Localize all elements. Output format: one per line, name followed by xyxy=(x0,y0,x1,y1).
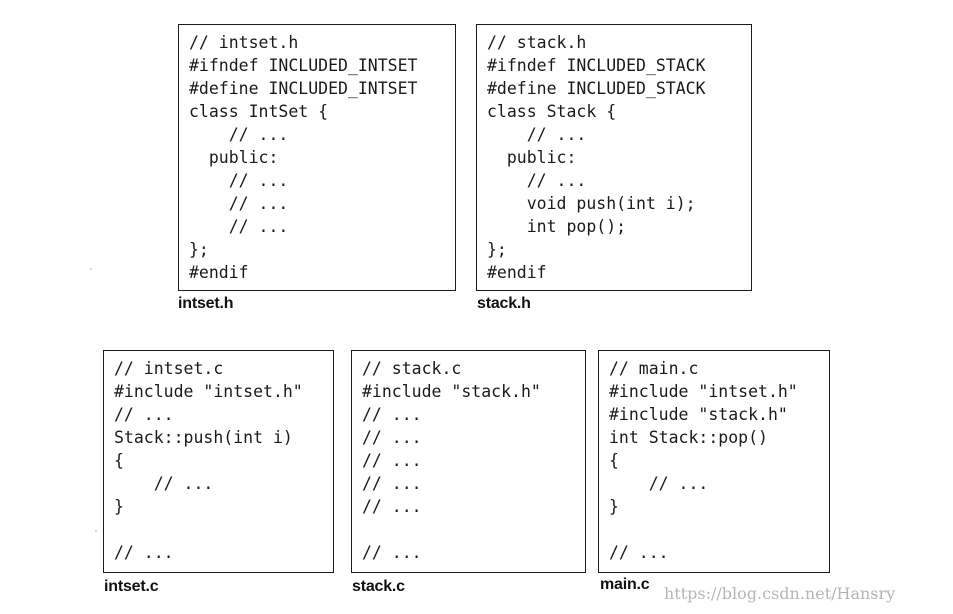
code-line: class IntSet { xyxy=(189,102,329,121)
code-line: // ... xyxy=(362,474,422,493)
code-line: #define INCLUDED_INTSET xyxy=(189,79,418,98)
code-line xyxy=(362,518,577,541)
code-line: // ... xyxy=(114,543,174,562)
code-box-intset-h: // intset.h #ifndef INCLUDED_INTSET #def… xyxy=(178,24,456,291)
code-line: // ... xyxy=(189,217,289,236)
code-line: // ... xyxy=(609,474,709,493)
code-line: // ... xyxy=(189,125,289,144)
caption-main-c: main.c xyxy=(600,576,650,593)
code-line: { xyxy=(114,451,124,470)
caption-stack-h: stack.h xyxy=(477,295,531,312)
code-box-stack-c: // stack.c #include "stack.h" // ... // … xyxy=(351,350,586,573)
code-line: #endif xyxy=(487,263,547,282)
code-line: void push(int i); xyxy=(487,194,696,213)
code-line: // ... xyxy=(189,171,289,190)
code-line: int pop(); xyxy=(487,217,627,236)
code-line: // ... xyxy=(362,451,422,470)
code-line: // stack.h xyxy=(487,33,587,52)
scan-speck xyxy=(90,268,92,270)
code-line: // ... xyxy=(114,474,214,493)
code-line: #endif xyxy=(189,263,249,282)
code-line: { xyxy=(609,451,619,470)
code-line: // ... xyxy=(189,194,289,213)
code-line: #define INCLUDED_STACK xyxy=(487,79,706,98)
code-line: // main.c xyxy=(609,359,699,378)
code-line: #ifndef INCLUDED_STACK xyxy=(487,56,706,75)
code-box-intset-c: // intset.c #include "intset.h" // ... S… xyxy=(103,350,334,573)
code-line: // intset.c xyxy=(114,359,224,378)
code-line: // ... xyxy=(362,428,422,447)
code-line: Stack::push(int i) xyxy=(114,428,293,447)
code-line: }; xyxy=(189,240,209,259)
scan-speck xyxy=(95,530,97,532)
code-line: // ... xyxy=(362,497,422,516)
code-line: #include "stack.h" xyxy=(362,382,541,401)
code-line xyxy=(609,518,821,541)
code-line: // ... xyxy=(114,405,174,424)
code-line: public: xyxy=(487,148,577,167)
code-line: // ... xyxy=(487,125,587,144)
code-line: class Stack { xyxy=(487,102,617,121)
code-line: // intset.h xyxy=(189,33,299,52)
code-box-main-c: // main.c #include "intset.h" #include "… xyxy=(598,350,830,573)
caption-intset-c: intset.c xyxy=(104,578,159,595)
code-line: // ... xyxy=(362,405,422,424)
code-line: #include "stack.h" xyxy=(609,405,788,424)
code-line: } xyxy=(609,497,619,516)
code-box-stack-h: // stack.h #ifndef INCLUDED_STACK #defin… xyxy=(476,24,752,291)
caption-stack-c: stack.c xyxy=(352,578,405,595)
caption-intset-h: intset.h xyxy=(178,295,234,312)
code-line: // ... xyxy=(609,543,669,562)
code-line: }; xyxy=(487,240,507,259)
code-line: #include "intset.h" xyxy=(114,382,303,401)
code-line: int Stack::pop() xyxy=(609,428,768,447)
code-line: #include "intset.h" xyxy=(609,382,798,401)
code-line: // stack.c xyxy=(362,359,462,378)
code-line: } xyxy=(114,497,124,516)
watermark-text: https://blog.csdn.net/Hansry xyxy=(664,584,896,603)
code-line: // ... xyxy=(362,543,422,562)
code-line: public: xyxy=(189,148,279,167)
code-line: // ... xyxy=(487,171,587,190)
code-line: #ifndef INCLUDED_INTSET xyxy=(189,56,418,75)
code-line xyxy=(114,518,325,541)
